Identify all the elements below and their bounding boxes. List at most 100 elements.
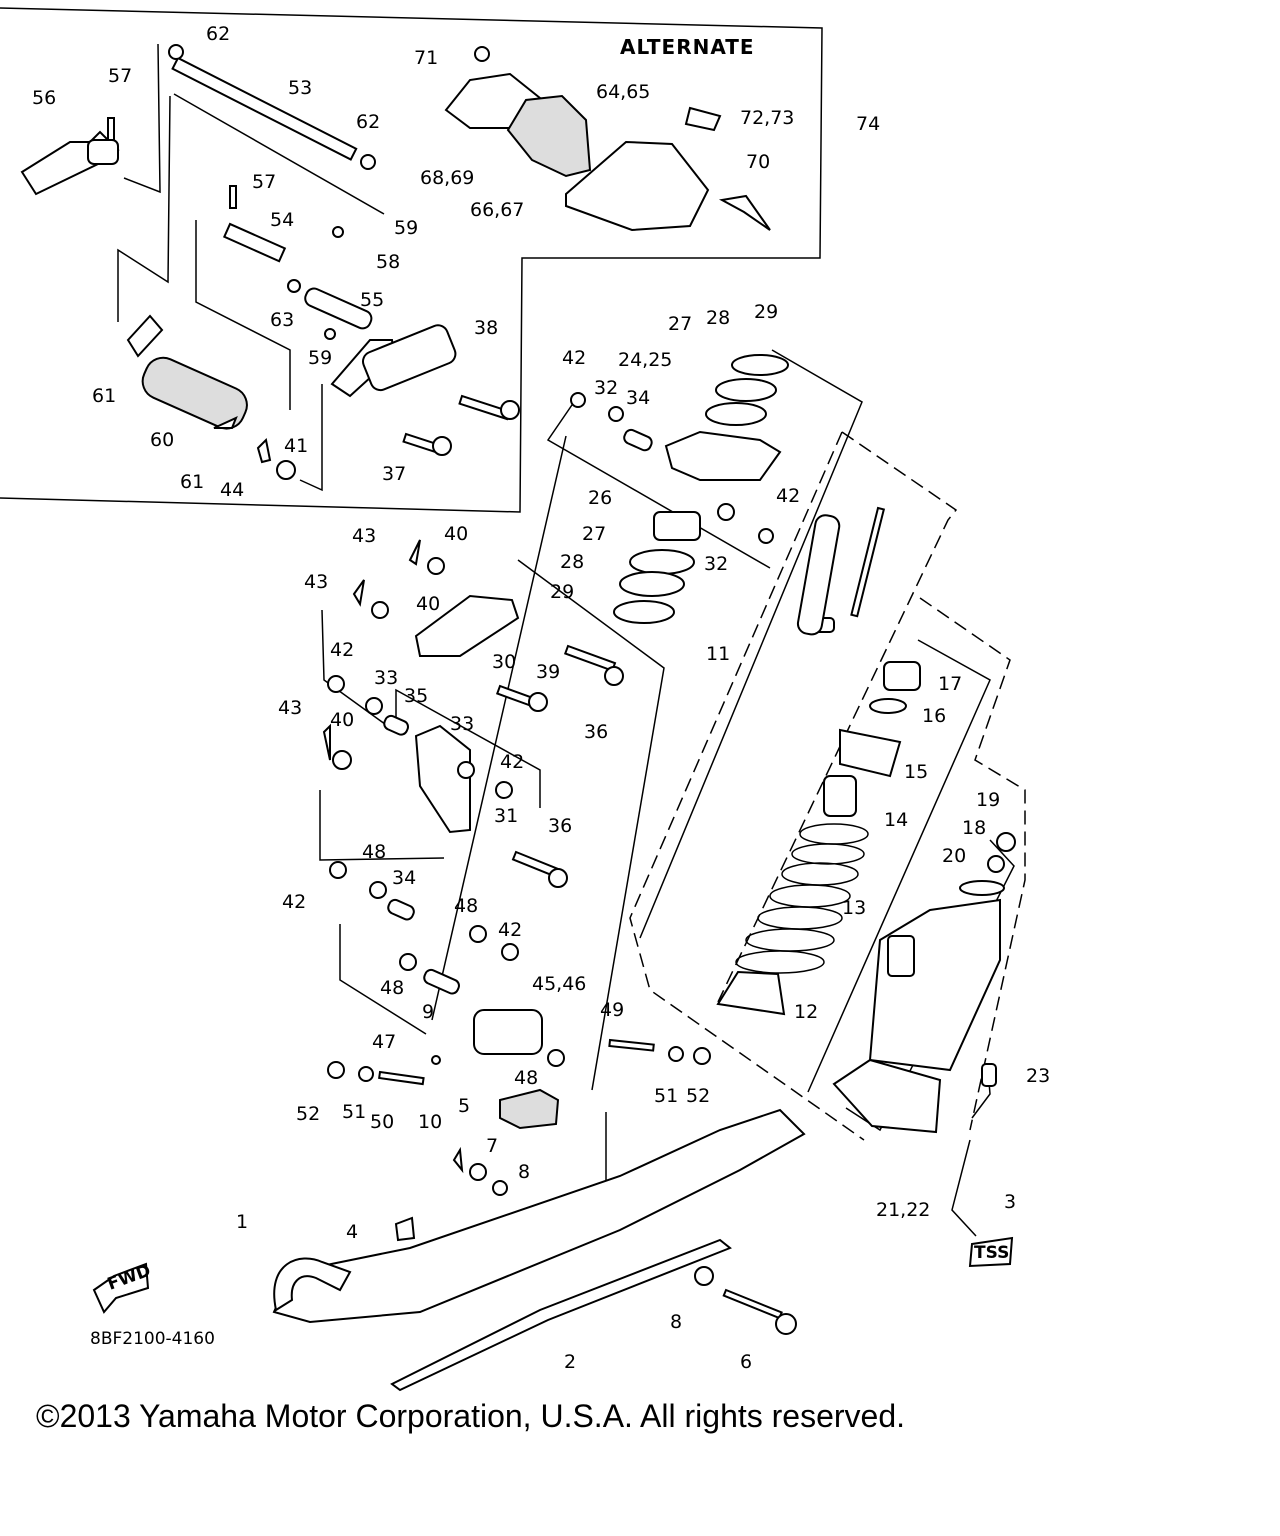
callout-70: 70 xyxy=(746,151,770,173)
callout-24-25: 24,25 xyxy=(618,349,672,371)
callout-59: 59 xyxy=(394,217,418,239)
callout-47: 47 xyxy=(372,1031,396,1053)
main-parts xyxy=(92,354,1016,1392)
callout-17: 17 xyxy=(938,673,962,695)
callout-6: 6 xyxy=(740,1351,752,1373)
callout-30: 30 xyxy=(492,651,516,673)
callout-7: 7 xyxy=(486,1135,498,1157)
callout-40: 40 xyxy=(416,593,440,615)
callout-36: 36 xyxy=(548,815,572,837)
callout-26: 26 xyxy=(588,487,612,509)
callout-71: 71 xyxy=(414,47,438,69)
callout-43: 43 xyxy=(304,571,328,593)
callout-56: 56 xyxy=(32,87,56,109)
callout-28: 28 xyxy=(560,551,584,573)
callout-20: 20 xyxy=(942,845,966,867)
callout-42: 42 xyxy=(282,891,306,913)
callout-49: 49 xyxy=(600,999,624,1021)
callout-12: 12 xyxy=(794,1001,818,1023)
callout-38: 38 xyxy=(474,317,498,339)
callout-27: 27 xyxy=(582,523,606,545)
callout-5: 5 xyxy=(458,1095,470,1117)
callout-39: 39 xyxy=(536,661,560,683)
callout-9: 9 xyxy=(422,1001,434,1023)
callout-42: 42 xyxy=(498,919,522,941)
callout-33: 33 xyxy=(450,713,474,735)
callout-42: 42 xyxy=(562,347,586,369)
callout-59: 59 xyxy=(308,347,332,369)
parts-diagram: ALTERNATE xyxy=(0,7,1050,1392)
callout-48: 48 xyxy=(380,977,404,999)
callout-48: 48 xyxy=(362,841,386,863)
callout-61: 61 xyxy=(92,385,116,407)
callout-27: 27 xyxy=(668,313,692,335)
callout-14: 14 xyxy=(884,809,908,831)
callout-37: 37 xyxy=(382,463,406,485)
callout-58: 58 xyxy=(376,251,400,273)
callout-40: 40 xyxy=(444,523,468,545)
callout-8: 8 xyxy=(518,1161,530,1183)
callout-57: 57 xyxy=(252,171,276,193)
callout-48: 48 xyxy=(514,1067,538,1089)
callout-64-65: 64,65 xyxy=(596,81,650,103)
callout-60: 60 xyxy=(150,429,174,451)
callout-55: 55 xyxy=(360,289,384,311)
callout-35: 35 xyxy=(404,685,428,707)
callout-50: 50 xyxy=(370,1111,394,1133)
callout-29: 29 xyxy=(550,581,574,603)
inset-frame xyxy=(0,7,823,513)
callout-15: 15 xyxy=(904,761,928,783)
callout-13: 13 xyxy=(842,897,866,919)
callout-66-67: 66,67 xyxy=(470,199,524,221)
callout-3: 3 xyxy=(1004,1191,1016,1213)
callout-8: 8 xyxy=(670,1311,682,1333)
part-shapes xyxy=(20,44,771,480)
callout-1: 1 xyxy=(236,1211,248,1233)
callout-68-69: 68,69 xyxy=(420,167,474,189)
callout-36: 36 xyxy=(584,721,608,743)
callout-4: 4 xyxy=(346,1221,358,1243)
inset-title: ALTERNATE xyxy=(620,35,755,59)
callout-57: 57 xyxy=(108,65,132,87)
callout-74: 74 xyxy=(856,113,880,135)
callout-61: 61 xyxy=(180,471,204,493)
callout-43: 43 xyxy=(278,697,302,719)
callout-10: 10 xyxy=(418,1111,442,1133)
callout-32: 32 xyxy=(594,377,618,399)
callout-23: 23 xyxy=(1026,1065,1050,1087)
callout-11: 11 xyxy=(706,643,730,665)
callout-33: 33 xyxy=(374,667,398,689)
callout-41: 41 xyxy=(284,435,308,457)
callout-62: 62 xyxy=(356,111,380,133)
callout-51: 51 xyxy=(342,1101,366,1123)
callout-31: 31 xyxy=(494,805,518,827)
callout-53: 53 xyxy=(288,77,312,99)
callout-16: 16 xyxy=(922,705,946,727)
callout-44: 44 xyxy=(220,479,244,501)
callout-43: 43 xyxy=(352,525,376,547)
callout-62: 62 xyxy=(206,23,230,45)
callout-28: 28 xyxy=(706,307,730,329)
diagram-code: 8BF2100-4160 xyxy=(90,1329,215,1349)
callout-54: 54 xyxy=(270,209,294,231)
copyright-notice: ©2013 Yamaha Motor Corporation, U.S.A. A… xyxy=(36,1398,906,1434)
callout-48: 48 xyxy=(454,895,478,917)
callout-63: 63 xyxy=(270,309,294,331)
callout-18: 18 xyxy=(962,817,986,839)
callout-2: 2 xyxy=(564,1351,576,1373)
callout-45-46: 45,46 xyxy=(532,973,586,995)
callout-34: 34 xyxy=(626,387,650,409)
callout-42: 42 xyxy=(776,485,800,507)
guide-lines xyxy=(117,43,1026,1267)
callout-29: 29 xyxy=(754,301,778,323)
callout-40: 40 xyxy=(330,709,354,731)
callout-42: 42 xyxy=(500,751,524,773)
callout-52: 52 xyxy=(296,1103,320,1125)
callout-34: 34 xyxy=(392,867,416,889)
callout-19: 19 xyxy=(976,789,1000,811)
callout-21-22: 21,22 xyxy=(876,1199,930,1221)
callout-51: 51 xyxy=(654,1085,678,1107)
callout-32: 32 xyxy=(704,553,728,575)
badge-label: TSS xyxy=(974,1243,1009,1263)
